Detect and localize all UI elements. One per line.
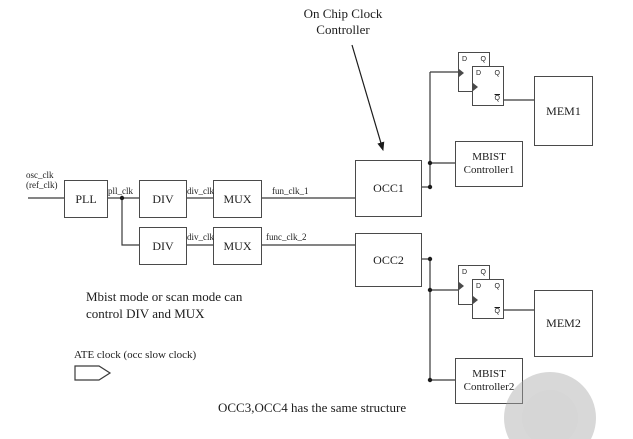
diagram-title: On Chip Clock Controller <box>282 6 404 38</box>
ff-qbar-label: Q <box>494 95 500 102</box>
mem2-block: MEM2 <box>534 290 593 357</box>
mbist1-line1: MBIST <box>472 151 506 163</box>
flipflop-top-front: D Q Q <box>472 66 504 106</box>
title-line2: Controller <box>316 22 370 37</box>
mbist2-block: MBIST Controller2 <box>455 358 523 404</box>
osc-clk-label: osc_clk (ref_clk) <box>26 170 57 190</box>
osc-clk-line1: osc_clk <box>26 170 54 180</box>
occ1-block: OCC1 <box>355 160 422 217</box>
ate-clock-arrow-icon <box>74 365 112 381</box>
ff-q-label: Q <box>480 56 486 63</box>
mbist2-line2: Controller2 <box>463 381 515 393</box>
occ2-block: OCC2 <box>355 233 422 287</box>
ff-clock-triangle-icon <box>459 282 464 290</box>
ff-d-label: D <box>476 283 482 290</box>
mbist2-label: MBIST Controller2 <box>464 368 515 394</box>
bottom-note: OCC3,OCC4 has the same structure <box>218 400 407 415</box>
title-pointer-arrow <box>351 44 385 152</box>
junction-dot <box>427 287 433 293</box>
ff-d-label: D <box>476 70 482 77</box>
junction-dot <box>119 195 125 201</box>
ff-clock-triangle-icon <box>473 83 478 91</box>
mbist-mode-note: Mbist mode or scan mode can control DIV … <box>86 288 242 322</box>
ff-q-label: Q <box>494 70 500 77</box>
mux1-label: MUX <box>223 191 252 206</box>
mbist1-label: MBIST Controller1 <box>464 151 515 177</box>
occ1-label: OCC1 <box>373 181 404 195</box>
pll-block: PLL <box>64 180 108 218</box>
mbist1-line2: Controller1 <box>463 164 515 176</box>
osc-clk-line2: (ref_clk) <box>26 180 58 190</box>
junction-dot <box>427 377 433 383</box>
mbist-note-line2: control DIV and MUX <box>86 306 205 321</box>
mux1-block: MUX <box>213 180 262 218</box>
ate-clock-label: ATE clock (occ slow clock) <box>74 349 197 361</box>
title-line1: On Chip Clock <box>303 6 383 21</box>
ff-d-label: D <box>462 269 468 276</box>
ff-d-label: D <box>462 56 468 63</box>
pll-label: PLL <box>75 191 97 206</box>
ff-clock-triangle-icon <box>473 296 478 304</box>
mem2-label: MEM2 <box>546 316 581 330</box>
mux2-block: MUX <box>213 227 262 265</box>
ff-q-label: Q <box>494 283 500 290</box>
mbist-note-line1: Mbist mode or scan mode can <box>86 289 243 304</box>
mux2-label: MUX <box>223 238 252 253</box>
ff-q-label: Q <box>480 269 486 276</box>
junction-dot <box>427 160 433 166</box>
div-clk2-label: div_clk <box>187 232 214 242</box>
occ2-label: OCC2 <box>373 252 404 267</box>
mem1-block: MEM1 <box>534 76 593 146</box>
div1-block: DIV <box>139 180 187 218</box>
flipflop-bottom-front: D Q Q <box>472 279 504 319</box>
div2-block: DIV <box>139 227 187 265</box>
junction-dot <box>427 256 433 262</box>
fun-clk1-label: fun_clk_1 <box>272 186 309 196</box>
div2-label: DIV <box>152 238 174 253</box>
div1-label: DIV <box>152 191 174 206</box>
junction-dot <box>427 184 433 190</box>
wire-branch-to-div2 <box>121 198 139 246</box>
ff-clock-triangle-icon <box>459 69 464 77</box>
mbist1-block: MBIST Controller1 <box>455 141 523 187</box>
func-clk2-label: func_clk_2 <box>266 232 307 242</box>
mbist2-line1: MBIST <box>472 368 506 380</box>
ff-qbar-label: Q <box>494 308 500 315</box>
pll-clk-label: pll_clk <box>108 186 133 196</box>
mem1-label: MEM1 <box>546 103 581 118</box>
div-clk1-label: div_clk <box>187 186 214 196</box>
